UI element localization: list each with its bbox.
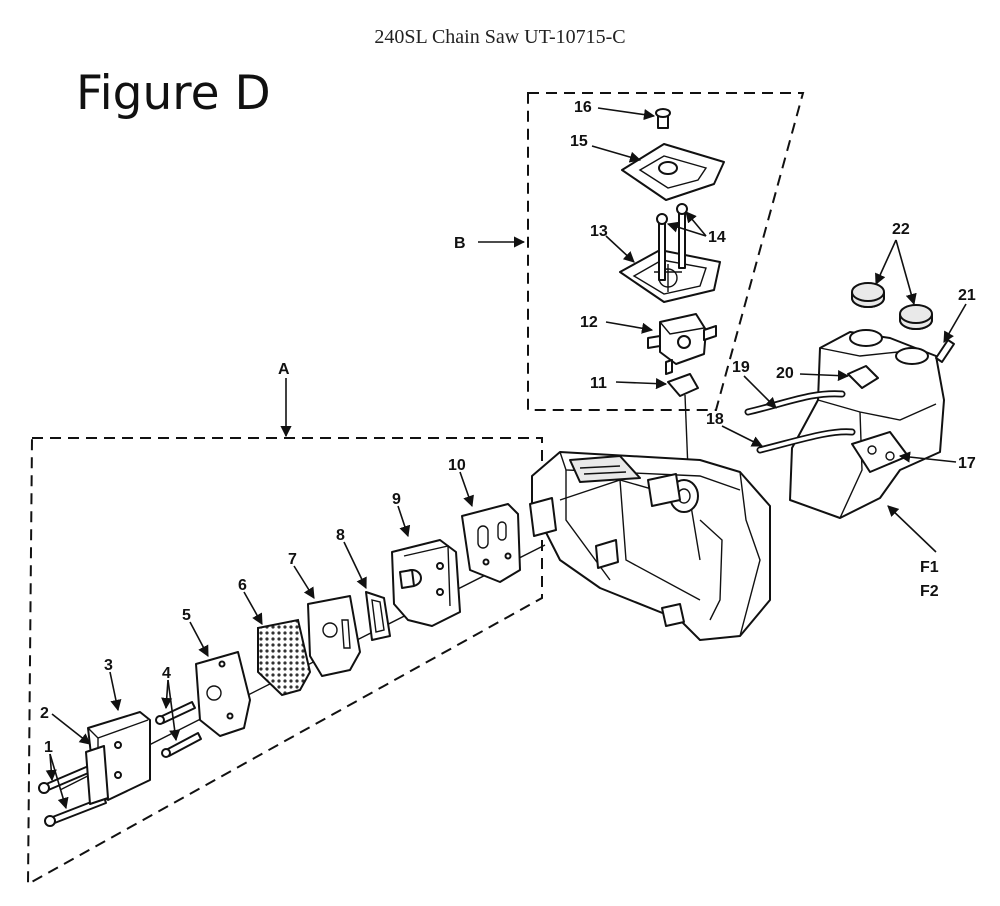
part-18-19-hoses [744,390,856,454]
figure-title: Figure D [76,66,271,121]
callout-1: 1 [44,739,53,756]
callout-6: 6 [238,577,247,594]
callout-11: 11 [590,375,607,392]
callout-17: 17 [958,455,976,472]
part-20-filter [847,365,879,389]
callout-b: B [454,235,466,252]
part-7-gasket [307,595,361,677]
part-12-carburetor [647,313,717,375]
callout-9: 9 [392,491,401,508]
callout-19: 19 [732,359,750,376]
part-6-screen [257,618,312,697]
part-2-plate [85,745,109,805]
part-21-vent [935,339,955,363]
callout-3: 3 [104,657,113,674]
part-11-gasket [667,373,699,397]
part-4-screws [155,701,202,758]
part-15-cover [621,143,725,201]
document-title: 240SL Chain Saw UT-10715-C [374,26,626,48]
fuel-tank-assembly [789,329,945,519]
part-13-base-plate [619,249,721,303]
main-frame [529,451,771,641]
callout-4: 4 [162,665,171,682]
callout-8: 8 [336,527,345,544]
part-10-plate [461,503,521,583]
callout-18: 18 [706,411,724,428]
part-14-screws [656,203,688,281]
callout-20: 20 [776,365,794,382]
callout-5: 5 [182,607,191,624]
part-22-caps [851,282,933,330]
callout-15: 15 [570,133,588,150]
callout-7: 7 [288,551,297,568]
callout-a: A [278,361,290,378]
callout-f2: F2 [920,583,939,600]
assembly-axis-line-b [684,394,689,471]
callout-22: 22 [892,221,910,238]
part-16-screw [655,108,671,129]
group-b-outline [527,92,805,411]
leader-lines [45,107,967,810]
callout-12: 12 [580,314,598,331]
part-5-plate [195,651,251,737]
group-a-outline [26,437,543,886]
callout-2: 2 [40,705,49,722]
callout-13: 13 [590,223,608,240]
callout-f1: F1 [920,559,939,576]
callout-16: 16 [574,99,592,116]
part-9-muffler-body [391,539,461,627]
callout-10: 10 [448,457,466,474]
part-8-deflector [365,591,391,641]
callout-14: 14 [708,229,726,246]
callout-21: 21 [958,287,976,304]
